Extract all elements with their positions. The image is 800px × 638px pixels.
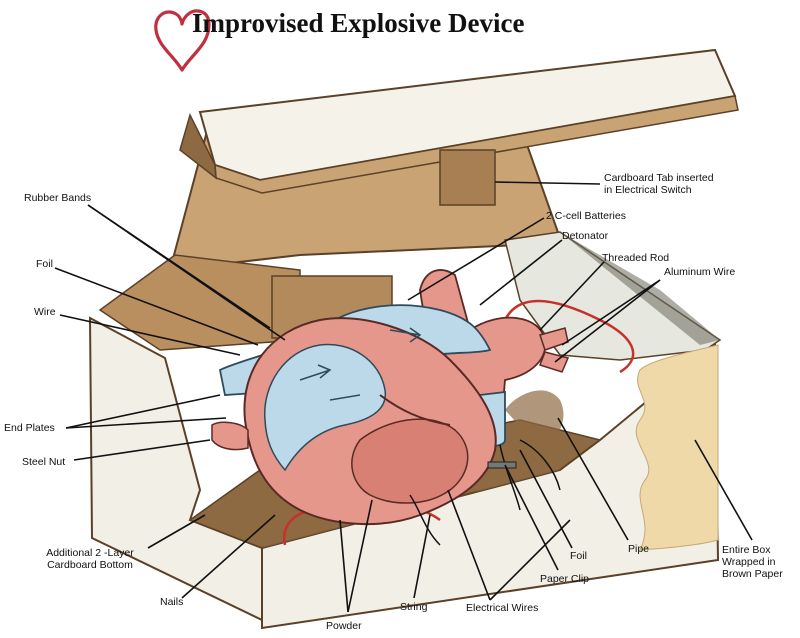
leader-batteries: [407, 217, 545, 301]
box-front-cutout: [262, 390, 564, 548]
leader-wire: [59, 314, 241, 356]
leader-nails: [181, 514, 276, 599]
label-batteries: 2 C-cell Batteries: [546, 210, 626, 222]
label-detonator: Detonator: [562, 230, 609, 242]
diagram-title: Improvised Explosive Device: [192, 8, 525, 38]
label-string: String: [400, 601, 428, 613]
leader-powder-1: [339, 519, 349, 613]
label-pipe: Pipe: [628, 543, 650, 555]
label-rubber-bands: Rubber Bands: [24, 192, 92, 204]
label-powder: Powder: [326, 620, 362, 632]
label-cardboard-bottom-line2: Cardboard Bottom: [47, 559, 133, 571]
box-left-inner-wall: [98, 254, 301, 351]
label-cardboard-tab-line2: in Electrical Switch: [604, 184, 692, 196]
heart-outline-icon: [154, 9, 211, 72]
label-threaded-rod: Threaded Rod: [602, 252, 670, 264]
leader-paper-clip: [504, 464, 559, 571]
label-foil-left: Foil: [36, 258, 53, 270]
brown-paper-patch: [635, 344, 719, 551]
inferior-vessel: [211, 421, 249, 451]
septum-wall: [379, 394, 451, 426]
label-steel-nut: Steel Nut: [22, 456, 66, 468]
label-cardboard-bottom-line1: Additional 2 -Layer: [46, 547, 134, 559]
leader-foil-right: [519, 449, 573, 549]
leader-foil-left: [54, 267, 259, 346]
label-entire-box-line1: Entire Box: [722, 544, 771, 556]
label-cardboard-bottom: Additional 2 -Layer Cardboard Bottom: [30, 547, 150, 571]
leader-lines: [54, 181, 753, 613]
floor-wires: [409, 439, 561, 546]
label-nails: Nails: [160, 596, 184, 608]
label-entire-box-line2: Wrapped in: [722, 556, 776, 568]
label-cardboard-tab: Cardboard Tab inserted in Electrical Swi…: [604, 172, 714, 196]
box-right-inner-shadow: [560, 232, 720, 345]
label-entire-box: Entire Box Wrapped in Brown Paper: [722, 544, 783, 580]
label-entire-box-line3: Brown Paper: [722, 568, 783, 580]
leader-end-plates-2: [65, 417, 227, 429]
leader-cardboard-tab: [494, 181, 601, 185]
heart-chamber-left: [264, 343, 386, 472]
leader-string: [413, 514, 431, 599]
leader-threaded-rod: [539, 261, 605, 331]
label-cardboard-tab-line1: Cardboard Tab inserted: [604, 172, 714, 184]
cardboard-tab: [439, 149, 496, 206]
leader-powder-2: [347, 499, 373, 613]
leader-box: [694, 439, 753, 541]
label-end-plates: End Plates: [4, 422, 55, 434]
label-foil-right: Foil: [570, 550, 587, 562]
label-electrical-wires: Electrical Wires: [466, 602, 539, 614]
leader-cardboard-bottom: [147, 514, 206, 549]
leader-steel-nut: [73, 439, 211, 461]
leader-end-plates-1: [65, 394, 221, 429]
paper-clip-part: [487, 461, 517, 469]
leader-electrical-wires-1: [447, 489, 491, 601]
box-lid-flap: [179, 112, 217, 180]
label-paper-clip: Paper Clip: [540, 573, 590, 585]
label-wire: Wire: [34, 306, 56, 318]
leader-rubber-bands-2: [87, 204, 286, 341]
leader-aluminum-wire-2: [554, 279, 661, 363]
leader-detonator: [479, 239, 563, 306]
aortic-branches: [539, 327, 570, 373]
heart-chamber-right: [351, 418, 469, 504]
blood-flow-arrows: [299, 327, 422, 401]
leader-electrical-wires-2: [489, 519, 571, 601]
leader-pipe: [557, 417, 629, 541]
leader-aluminum-wire-1: [561, 279, 661, 346]
label-aluminum-wire: Aluminum Wire: [664, 266, 736, 278]
